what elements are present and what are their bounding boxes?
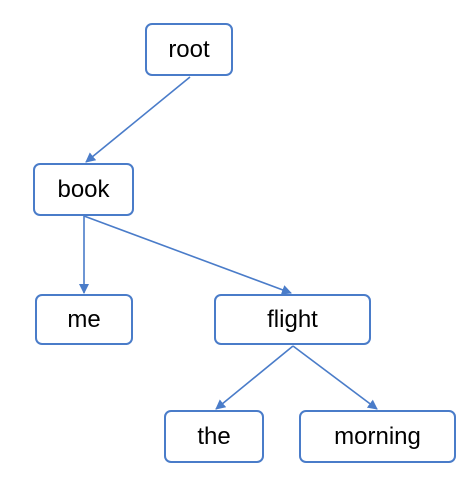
node-me: me <box>35 294 133 345</box>
node-morning-label: morning <box>334 422 421 450</box>
node-book: book <box>33 163 134 216</box>
edge-root-to-book <box>85 76 191 163</box>
edge-book-to-flight <box>83 215 292 295</box>
node-me-label: me <box>67 305 101 333</box>
node-root-label: root <box>168 35 210 63</box>
node-the: the <box>164 410 264 463</box>
node-flight: flight <box>214 294 371 345</box>
node-book-label: book <box>57 175 110 203</box>
node-root: root <box>145 23 233 76</box>
edge-flight-to-morning <box>292 345 378 410</box>
node-the-label: the <box>197 422 231 450</box>
node-flight-label: flight <box>267 305 318 333</box>
node-morning: morning <box>299 410 456 463</box>
edge-flight-to-the <box>215 345 294 410</box>
